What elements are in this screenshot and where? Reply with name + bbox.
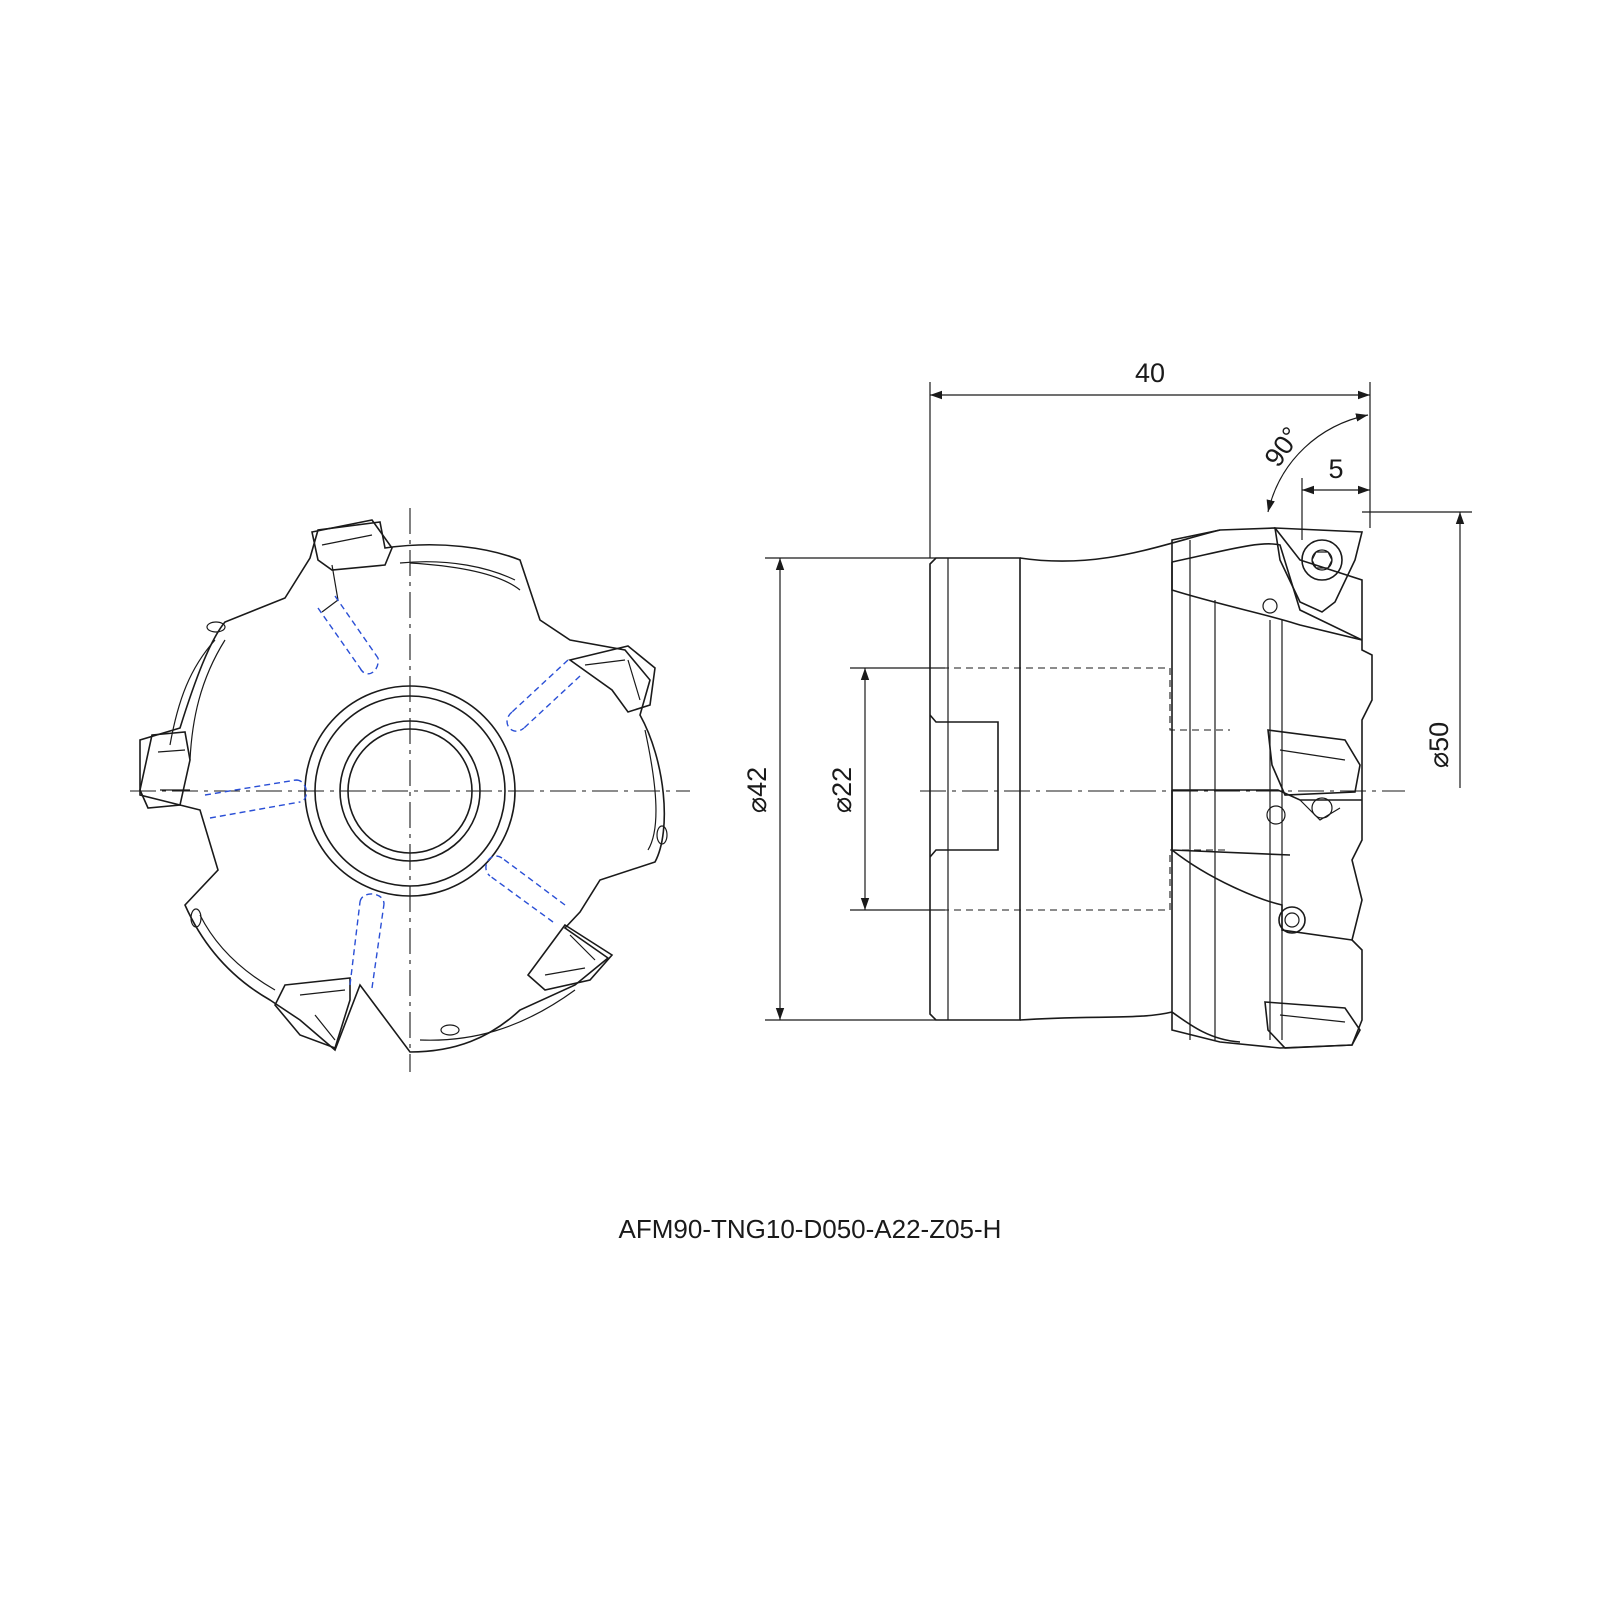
- shank-outline: [929, 557, 1021, 1021]
- dim-length-label: 40: [1135, 358, 1165, 388]
- front-view: [130, 508, 690, 1072]
- chip-pocket-bottom: [1171, 1011, 1241, 1043]
- cutter-head-outline: [1171, 527, 1373, 1049]
- bore-circle-inner: [347, 728, 473, 854]
- dim-cutter-diameter-label: ⌀50: [1424, 722, 1454, 768]
- neck-bottom-curve: [1019, 1011, 1173, 1021]
- insert-right-bottom: [526, 923, 614, 991]
- dim-angle-label: 90°: [1259, 422, 1307, 473]
- dim-bore-diameter-label: ⌀22: [827, 767, 857, 813]
- screw-hole-3: [440, 1024, 460, 1036]
- side-screw-hole-1: [1262, 598, 1278, 614]
- part-number-caption: AFM90-TNG10-D050-A22-Z05-H: [619, 1214, 1002, 1244]
- hidden-bore: [930, 667, 1230, 911]
- key-slot: [929, 714, 999, 858]
- body-edge-line-2: [189, 639, 226, 761]
- insert-side-bottom: [1264, 1001, 1361, 1049]
- chip-pocket-top: [1171, 543, 1363, 641]
- insert-bottom: [274, 977, 351, 1050]
- dim-angle-arc: [1266, 413, 1369, 513]
- side-screw-hole-2: [1266, 805, 1286, 825]
- dimensions: 40 90° 5 ⌀50 ⌀42 ⌀22: [742, 358, 1472, 1021]
- hub-counterbore-circle: [314, 695, 506, 887]
- cutter-body-inner-ring: [169, 561, 657, 1041]
- hub-outer-circle: [304, 685, 516, 897]
- dim-offset-label: 5: [1328, 454, 1343, 484]
- insert-right-top: [568, 645, 656, 713]
- side-view: [920, 527, 1405, 1049]
- insert-top: [311, 519, 393, 613]
- cutter-body-outline: [139, 521, 666, 1053]
- insert-side-middle: [1267, 729, 1361, 821]
- coolant-channels: [204, 595, 581, 989]
- side-screw-hole-3-inner: [1284, 912, 1300, 928]
- screw-hole-4: [656, 825, 668, 845]
- neck-top-curve: [1019, 529, 1221, 562]
- dim-shank-diameter-label: ⌀42: [742, 767, 772, 813]
- screw-hole-1: [206, 621, 226, 633]
- body-edge-line-1: [409, 562, 521, 591]
- insert-left: [139, 731, 191, 809]
- screw-hole-2: [190, 908, 202, 928]
- side-screw-hole-3: [1278, 906, 1306, 934]
- insert-side-top: [1274, 527, 1364, 613]
- bore-circle-outer: [339, 720, 481, 862]
